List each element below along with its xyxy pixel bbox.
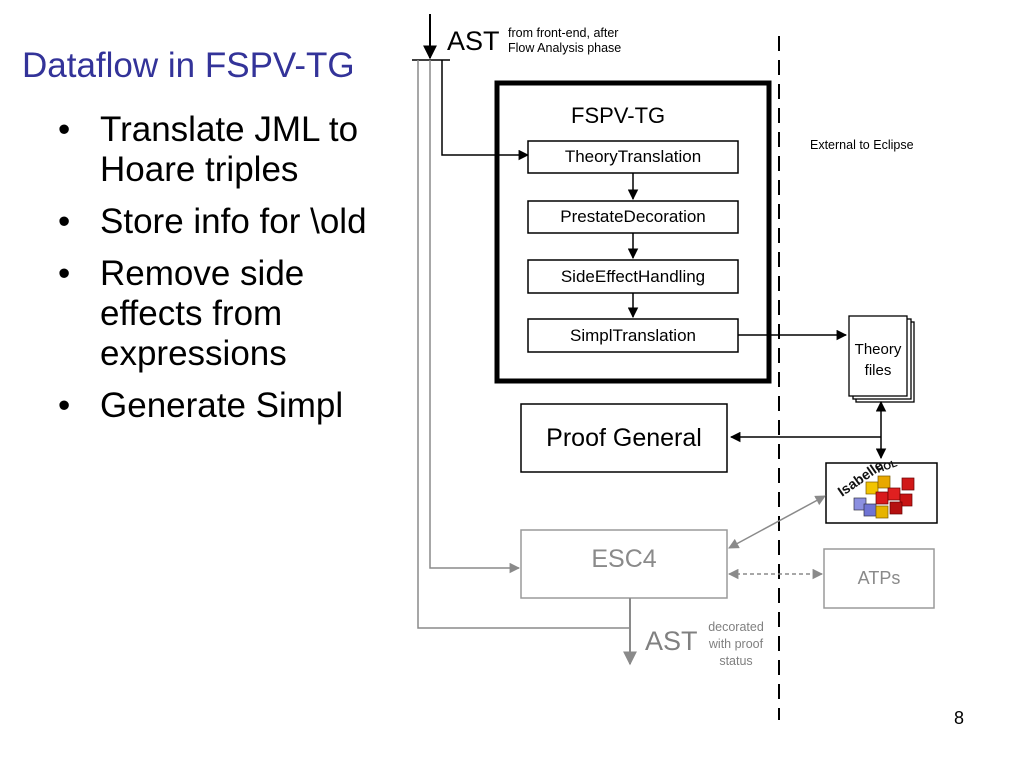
- bullet-item: • Store info for \old: [58, 202, 378, 242]
- ast-out-note: decorated with proof status: [702, 619, 770, 670]
- bullet-item: • Translate JML to Hoare triples: [58, 110, 378, 190]
- bullet-text: Translate JML to Hoare triples: [100, 110, 359, 189]
- fspv-tg-box: [494, 80, 772, 384]
- ast-in-label: AST: [447, 26, 500, 56]
- bullet-dot: •: [58, 202, 71, 241]
- bullet-text: Store info for \old: [100, 202, 367, 241]
- fspv-tg-box-title: FSPV-TG: [571, 103, 666, 128]
- simpl-translation-box: [527, 318, 739, 353]
- ast-out-note-line: status: [719, 654, 753, 668]
- bullet-text: Generate Simpl: [100, 386, 344, 425]
- slide-title: Dataflow in FSPV-TG: [22, 46, 355, 85]
- theory-files-label: Theory files: [849, 338, 907, 382]
- bullet-text: Remove side effects from expressions: [100, 254, 305, 373]
- esc4-box: [520, 529, 728, 599]
- prestate-decoration-box: [527, 200, 739, 234]
- stage-label: TheoryTranslation: [564, 147, 702, 166]
- ast-out-note-line: decorated: [708, 620, 764, 634]
- stage-label: SimplTranslation: [570, 325, 696, 345]
- page-number: 8: [953, 708, 964, 728]
- bullet-dot: •: [58, 254, 71, 293]
- bullet-list: • Translate JML to Hoare triples • Store i…: [58, 110, 378, 438]
- theory-files-line: Theory: [854, 341, 902, 358]
- bullet-item: • Generate Simpl: [58, 386, 378, 426]
- bullet-dot: •: [58, 386, 71, 425]
- ast-in-note-line: from front-end, after: [508, 26, 619, 40]
- esc4-label: ESC4: [591, 544, 657, 573]
- theory-translation-box: [527, 140, 739, 174]
- ast-in-note: from front-end, after Flow Analysis phas…: [508, 26, 621, 56]
- stage-label: PrestateDecoration: [560, 207, 706, 226]
- bullet-item: • Remove side effects from expressions: [58, 254, 378, 374]
- to-theory-translation-arrow: [441, 60, 530, 161]
- bypass-line: [417, 60, 630, 629]
- atps-box: [823, 548, 935, 609]
- proof-general-label: Proof General: [546, 423, 702, 452]
- ast-in-note-line: Flow Analysis phase: [508, 41, 622, 55]
- bullet-dot: •: [58, 110, 71, 149]
- stage-label: SideEffectHandling: [560, 266, 706, 286]
- proof-general-box: [520, 403, 728, 473]
- ast-out-note-line: with proof: [708, 637, 764, 651]
- ast-out-label: AST: [645, 626, 698, 656]
- theory-files-icon: [848, 315, 915, 403]
- to-esc4-arrow: [429, 60, 521, 574]
- isabelle-logo: Isabelle HOL: [825, 457, 938, 524]
- atps-label: ATPs: [857, 568, 901, 588]
- theory-files-line: files: [864, 362, 892, 379]
- side-effect-handling-box: [527, 259, 739, 294]
- external-to-eclipse-label: External to Eclipse: [810, 138, 914, 152]
- esc4-isabelle-arrow: [728, 495, 826, 549]
